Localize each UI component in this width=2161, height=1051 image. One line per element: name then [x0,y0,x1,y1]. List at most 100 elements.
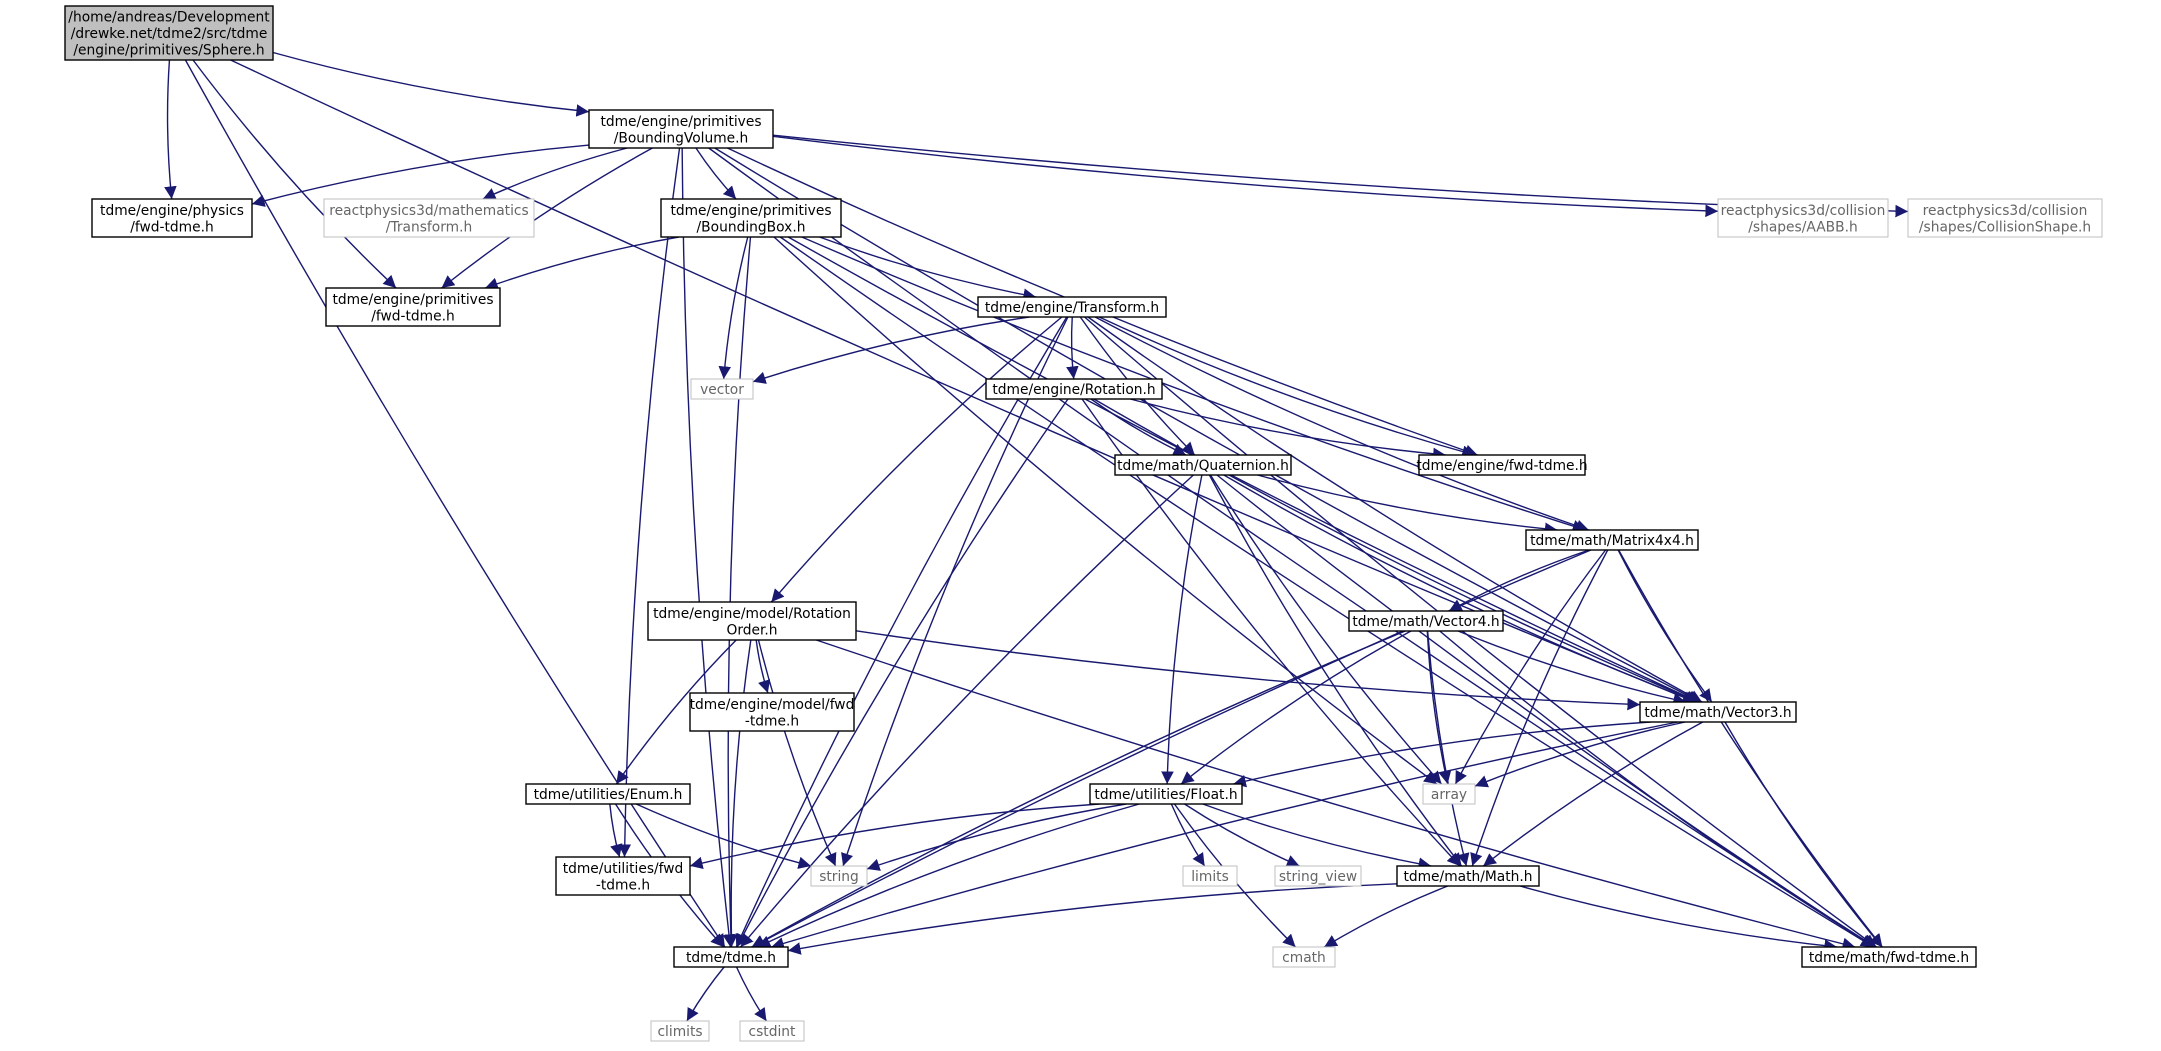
node-enum-box [525,783,691,805]
edge-rotation-to-quaternion [1090,398,1187,456]
node-float[interactable]: tdme/utilities/Float.h [1089,783,1243,805]
edge-math-to-tdme [787,883,1398,955]
edge-bb-to-array [773,236,1438,785]
node-sphere-label-0: /home/andreas/Development [68,10,270,26]
node-math[interactable]: tdme/math/Math.h [1396,865,1540,887]
node-matrix[interactable]: tdme/math/Matrix4x4.h [1525,529,1699,551]
node-tdme-box [673,946,789,968]
node-cmath-label-0: cmath [1282,950,1326,966]
node-quaternion[interactable]: tdme/math/Quaternion.h [1114,454,1292,476]
node-string-label-0: string [819,869,859,885]
edge-transform-to-matrix [1094,316,1590,532]
edge-vector4-to-vector3 [1457,630,1687,706]
node-enum[interactable]: tdme/utilities/Enum.h [525,783,691,805]
node-bv[interactable]: tdme/engine/primitives/BoundingVolume.h [588,109,774,149]
edge-sphere-to-tdme [184,59,726,948]
edge-vector3-to-math [1482,721,1704,867]
edge-bv-to-vector3 [714,147,1701,703]
node-physics_fwd[interactable]: tdme/engine/physics/fwd-tdme.h [91,198,253,238]
node-engine_fwd-label-0: tdme/engine/fwd-tdme.h [1416,458,1587,474]
node-tdme[interactable]: tdme/tdme.h [673,946,789,968]
node-vector3-box [1639,701,1797,723]
node-array: array [1422,783,1476,805]
node-util_fwd-box [555,856,691,896]
node-vector3[interactable]: tdme/math/Vector3.h [1639,701,1797,723]
edge-transform-to-vector3 [1087,316,1703,703]
node-bb[interactable]: tdme/engine/primitives/BoundingBox.h [660,198,842,238]
edge-rotorder-to-vector3 [855,630,1641,711]
edge-enum-to-util_fwd [609,803,623,858]
node-sphere-label-2: /engine/primitives/Sphere.h [73,43,264,59]
node-string_view-box [1274,865,1362,887]
node-string_view-label-0: string_view [1279,869,1357,885]
node-rotation-label-0: tdme/engine/Rotation.h [992,382,1155,398]
node-prim_fwd[interactable]: tdme/engine/primitives/fwd-tdme.h [325,287,501,327]
node-bb-label-1: /BoundingBox.h [697,219,806,235]
node-vector-box [690,378,754,400]
edge-float-to-string_view [1184,803,1300,867]
node-bv-label-1: /BoundingVolume.h [614,130,749,146]
node-rotation[interactable]: tdme/engine/Rotation.h [985,378,1163,400]
node-vector4[interactable]: tdme/math/Vector4.h [1348,610,1504,632]
node-rp3d_cs-label-0: reactphysics3d/collision [1923,203,2088,219]
node-cstdint-label-0: cstdint [749,1024,797,1040]
edge-vector4-to-math_fwd [1439,630,1876,948]
edge-transform-to-math_fwd [1084,316,1877,948]
node-rotorder-label-0: tdme/engine/model/Rotation [653,606,851,622]
node-rotation-box [985,378,1163,400]
node-float-label-0: tdme/utilities/Float.h [1094,787,1237,803]
node-rotorder-label-1: Order.h [726,622,777,638]
edge-float-to-limits [1170,803,1206,867]
edge-sphere-to-bv [272,51,590,117]
edge-rotorder-to-string [757,639,837,867]
edge-vector3-to-float [1233,721,1651,788]
edge-quaternion-to-vector3 [1223,474,1698,704]
node-model_fwd-box [689,692,855,732]
edge-rotation-to-vector3 [1093,398,1699,703]
edge-quaternion-to-math_fwd [1216,474,1876,948]
node-bb-label-0: tdme/engine/primitives [670,203,831,219]
edge-float-to-string [866,803,1127,871]
node-math_fwd-label-0: tdme/math/fwd-tdme.h [1809,950,1969,966]
node-cmath: cmath [1272,946,1336,968]
node-engine_fwd[interactable]: tdme/engine/fwd-tdme.h [1416,454,1588,476]
node-util_fwd[interactable]: tdme/utilities/fwd-tdme.h [555,856,691,896]
node-prim_fwd-label-0: tdme/engine/primitives [332,292,493,308]
node-transform-label-0: tdme/engine/Transform.h [985,300,1159,316]
node-string-box [810,865,868,887]
edge-quaternion-to-float [1161,474,1203,785]
node-limits-box [1182,865,1238,887]
edge-transform-to-tdme [735,316,1068,948]
node-climits: climits [650,1020,710,1042]
edge-bv-to-rp3d_aabb [772,135,1719,218]
node-climits-box [650,1020,710,1042]
edge-matrix-to-vector3 [1617,549,1713,703]
node-prim_fwd-label-1: /fwd-tdme.h [371,308,455,324]
node-transform[interactable]: tdme/engine/Transform.h [977,296,1167,318]
node-tdme-label-0: tdme/tdme.h [686,950,776,966]
edge-rotorder-to-tdme [725,639,752,948]
node-model_fwd[interactable]: tdme/engine/model/fwd-tdme.h [689,692,855,732]
edge-vector4-to-math [1426,630,1470,867]
node-bb-box [660,198,842,238]
node-sphere[interactable]: /home/andreas/Development/drewke.net/tdm… [64,5,274,61]
edge-bb-to-transform [819,236,1037,301]
node-physics_fwd-label-1: /fwd-tdme.h [130,219,214,235]
edge-bv-to-bb [695,147,737,200]
node-math_fwd[interactable]: tdme/math/fwd-tdme.h [1801,946,1977,968]
node-rp3d_aabb: reactphysics3d/collision/shapes/AABB.h [1717,198,1889,238]
edge-math-to-cmath [1323,885,1449,948]
edge-transform-to-rotorder [770,316,1063,603]
edge-bv-to-tdme [681,147,736,948]
node-sphere-box [64,5,274,61]
edge-bb-to-matrix [801,236,1586,533]
node-array-box [1422,783,1476,805]
node-vector-label-0: vector [700,382,744,398]
edge-quaternion-to-array [1209,474,1443,785]
edge-bv-to-prim_fwd [441,147,653,289]
node-rp3d_transform-label-1: /Transform.h [386,219,472,235]
node-physics_fwd-box [91,198,253,238]
node-cmath-box [1272,946,1336,968]
edge-matrix-to-tdme [751,549,1592,948]
